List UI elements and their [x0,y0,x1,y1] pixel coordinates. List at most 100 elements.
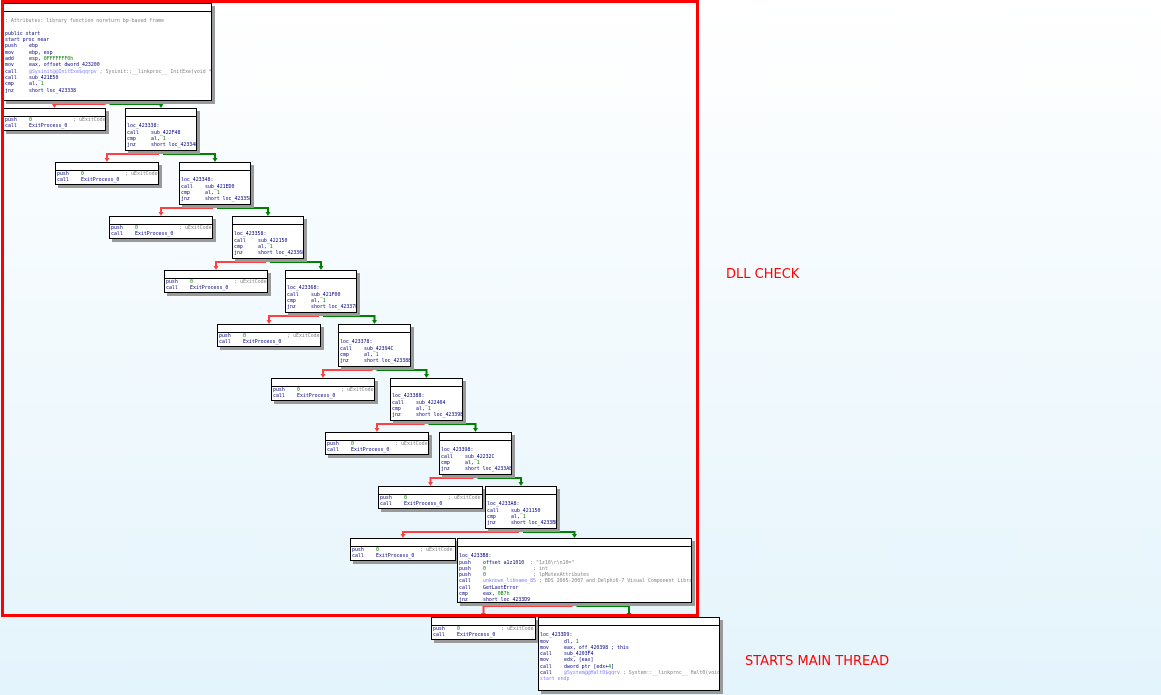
number: 0 [243,333,246,339]
block-header [286,271,356,279]
true-branch-edge-arrow [372,320,377,324]
operand: al, [511,513,523,520]
operand: ExitProcess_0 [351,447,390,454]
operand: short loc_423338 [29,87,77,94]
true-branch-edge [323,313,376,322]
number: 0FFFFFFF0h [43,56,74,63]
block-header [165,271,267,279]
mnemonic: call [540,663,552,670]
operand: sub_42232C [465,453,495,460]
operand: al, [364,351,376,358]
operand: al, [311,297,323,304]
mnemonic: push [219,333,231,339]
true-branch-edge [477,475,522,484]
true-branch-edge-arrow [318,266,324,270]
mnemonic: call [459,584,471,591]
comment: ; int [485,565,548,572]
operand: ExitProcess_0 [243,339,282,346]
mnemonic: cmp [5,81,14,88]
mnemonic: jnz [287,304,296,311]
true-branch-edge-arrow [158,104,164,108]
false-branch-edge-arrow [104,158,110,162]
mnemonic: call [234,237,246,244]
operand: ebp [29,43,38,50]
code-block[interactable]: ; Attributes: library function noreturn … [3,3,212,101]
mnemonic: jnz [487,520,496,527]
operand-suffix: ] [611,663,615,670]
mnemonic: push [5,117,17,123]
mnemonic: call [540,670,552,677]
comment: ; Attributes: library function noreturn … [5,18,164,25]
comment: ; uExitCode [353,441,428,447]
comment: ; uExitCode [137,225,212,231]
operand: ebp, esp [29,49,53,56]
mnemonic: mov [540,638,549,645]
mnemonic: mov [540,644,549,651]
mnemonic: push [352,547,364,553]
mnemonic: jnz [392,412,401,419]
operand: short loc_4233D9 [483,597,531,603]
asm-line: call@System@@Halt0$qqrv ; System::__link… [540,670,719,677]
number: 0 [297,387,300,393]
operand: ExitProcess_0 [29,123,68,130]
asm-line: loc_423398: [441,447,510,453]
number: 1 [575,638,579,645]
comment: ; uExitCode [31,117,106,123]
mnemonic: call [540,651,552,658]
asm-line: loc_4233D9: [540,632,718,638]
mnemonic: call [392,399,404,406]
block-header [4,109,105,117]
comment: ; uExitCode [378,547,453,553]
mnemonic: cmp [127,135,136,142]
mnemonic: jnz [181,196,190,203]
true-branch-edge [217,205,269,214]
asm-line: public start [5,31,210,37]
operand: al, [151,135,163,142]
asm-line: loc_423378: [340,339,409,345]
block-header [391,379,462,387]
label: loc_423378: [340,339,373,346]
false-branch-edge [482,603,573,615]
operand: eax, offset dword_423200 [29,62,100,69]
